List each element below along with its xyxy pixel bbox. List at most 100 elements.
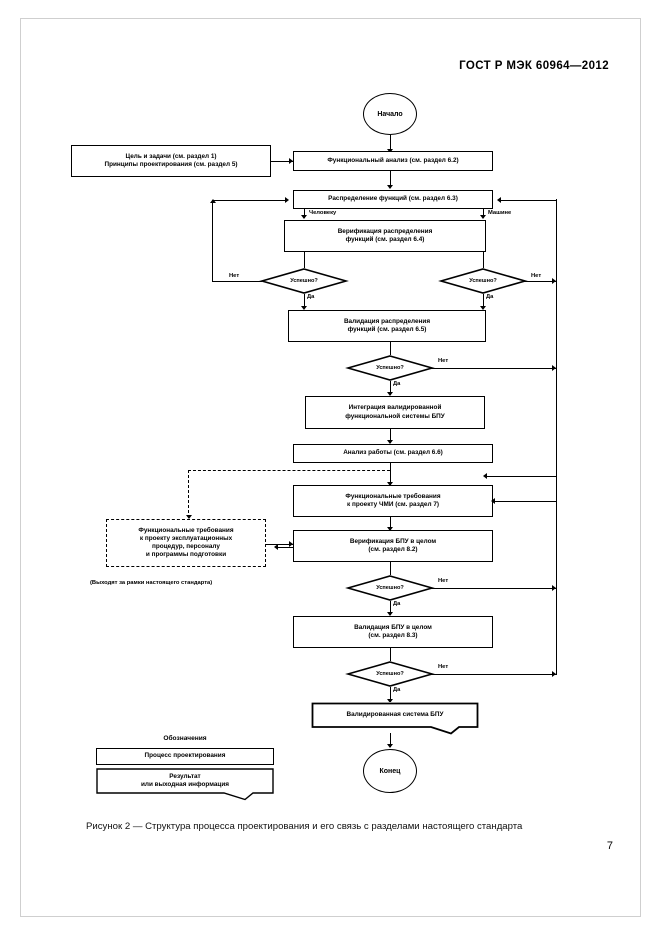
functional-analysis-label: Функциональный анализ (см. раздел 6.2) [327, 156, 459, 164]
ops-requirements-line-3: процедур, персоналу [152, 543, 220, 550]
arrow-goals-to-analysis [289, 158, 293, 164]
node-start-label: Начало [377, 110, 403, 118]
node-function-allocation: Распределение функций (см. раздел 6.3) [293, 190, 493, 209]
figure-caption: Рисунок 2 — Структура процесса проектиро… [86, 821, 523, 832]
edge-integration-to-workanalysis [389, 429, 391, 443]
label-no-verification-machine: Нет [530, 273, 543, 279]
node-validation-mcr: Валидация БПУ в целом (см. раздел 8.3) [293, 616, 493, 648]
edge-validation-mcr-to-decision [389, 648, 391, 661]
edge-validated-to-end [389, 733, 391, 747]
ops-requirements-line-1: Функциональные требования [138, 526, 234, 534]
arrow-no-validation-allocation [552, 365, 556, 371]
edge-rail-to-hmi [493, 500, 557, 502]
label-no-validation-mcr: Нет [437, 664, 450, 670]
page-number: 7 [606, 840, 613, 852]
decision-verification-mcr: Успешно? [345, 575, 435, 601]
legend-process-label: Процесс проектирования [144, 752, 226, 760]
edge-no-human-v [212, 200, 214, 281]
verification-mcr-line-2: (см. раздел 8.2) [368, 546, 418, 553]
label-to-machine: Машине [487, 210, 513, 216]
arrow-analysis-to-allocation [387, 185, 393, 189]
node-validated-system: Валидированная система БПУ [311, 702, 479, 735]
decision-verification-human: Успешно? [259, 268, 349, 294]
edge-analysis-to-allocation [389, 171, 391, 186]
arrow-rail-to-allocation [497, 197, 501, 203]
goals-line-1: Цель и задачи (см. раздел 1) [125, 152, 217, 160]
verification-mcr-line-1: Верификация БПУ в целом [349, 537, 437, 545]
out-of-scope-note: (Выходят за рамки настоящего стандарта) [90, 580, 213, 586]
legend-result-line-1: Результат [169, 772, 201, 780]
edge-verification-mcr-to-decision [389, 562, 391, 575]
arrow-rail-to-workanalysis [483, 473, 487, 479]
node-work-analysis: Анализ работы (см. раздел 6.6) [293, 444, 493, 463]
edge-verif-to-decision-right [482, 252, 484, 268]
arrow-rail-to-hmi [491, 498, 495, 504]
edge-no-human-h [212, 280, 262, 282]
edge-ops-to-verification [266, 543, 293, 545]
node-start: Начало [363, 93, 417, 135]
edge-verif-to-decision-left [303, 252, 305, 268]
edge-start-to-analysis [389, 135, 391, 151]
arrow-no-verification-mcr [552, 585, 556, 591]
work-analysis-label: Анализ работы (см. раздел 6.6) [343, 449, 443, 457]
rail-right-to-integration [485, 475, 557, 477]
node-validation-allocation: Валидация распределения функций (см. раз… [288, 310, 486, 342]
node-goals-principles: Цель и задачи (см. раздел 1) Принципы пр… [71, 145, 271, 177]
arrow-verification-mcr-left-out [274, 544, 278, 550]
label-yes-validation-allocation: Да [392, 381, 402, 387]
arrow-hmi-to-verification [387, 527, 393, 531]
legend-result-shape: Результат или выходная информация [96, 768, 274, 801]
edge-no-validation-allocation [431, 367, 557, 369]
arrow-validated-to-end [387, 744, 393, 748]
rail-right-vertical [556, 199, 558, 674]
arrow-yes-verification-mcr [387, 612, 393, 616]
edge-no-human-return [212, 199, 287, 201]
edge-yes-validation-allocation [389, 381, 391, 395]
edge-yes-human [303, 294, 305, 308]
node-ops-requirements: Функциональные требования к проекту эксп… [106, 519, 266, 567]
node-hmi-requirements: Функциональные требования к проекту ЧМИ … [293, 485, 493, 517]
arrow-integration-to-workanalysis [387, 440, 393, 444]
edge-allocation-human [303, 209, 305, 218]
edge-yes-verification-mcr [389, 601, 391, 615]
edge-dashed-h [188, 470, 390, 471]
validation-allocation-line-1: Валидация распределения [343, 317, 431, 325]
legend-title: Обозначения [163, 735, 207, 742]
decision-verification-machine: Успешно? [438, 268, 528, 294]
arrow-yes-machine [480, 306, 486, 310]
node-verification-allocation: Верификация распределения функций (см. р… [284, 220, 486, 252]
arrow-no-machine-h [552, 278, 556, 284]
arrow-no-human-up [209, 199, 216, 203]
validation-mcr-line-1: Валидация БПУ в целом [354, 623, 432, 631]
node-functional-analysis: Функциональный анализ (см. раздел 6.2) [293, 151, 493, 171]
edge-workanalysis-to-hmi [389, 463, 391, 485]
edge-no-machine-h [524, 280, 557, 282]
edge-verification-mcr-left-out [276, 546, 294, 548]
node-end-label: Конец [379, 767, 401, 775]
ops-requirements-line-2: к проекту эксплуатационных [139, 534, 233, 542]
arrow-yes-validation-allocation [387, 392, 393, 396]
integration-line-1: Интеграция валидированной [348, 404, 442, 412]
legend: Обозначения Процесс проектирования Резул… [96, 735, 274, 801]
arrow-dashed-to-ops [185, 515, 192, 519]
verification-allocation-line-2: функций (см. раздел 6.4) [345, 236, 425, 243]
arrow-workanalysis-to-hmi [387, 482, 393, 486]
legend-result-text: Результат или выходная информация [96, 768, 274, 801]
verification-allocation-line-1: Верификация распределения [337, 227, 433, 235]
edge-no-verification-mcr [431, 587, 557, 589]
edge-yes-validation-mcr [389, 687, 391, 702]
rail-right-to-allocation [500, 199, 557, 201]
label-yes-verification-mcr: Да [392, 601, 402, 607]
arrow-yes-human [301, 306, 307, 310]
page-header-standard: ГОСТ Р МЭК 60964—2012 [459, 60, 609, 72]
validated-system-label: Валидированная система БПУ [346, 711, 444, 719]
validation-allocation-line-2: функций (см. раздел 6.5) [347, 326, 427, 333]
hmi-requirements-line-2: к проекту ЧМИ (см. раздел 7) [347, 501, 439, 508]
arrow-no-human-return [285, 197, 289, 203]
arrow-allocation-human [301, 215, 307, 219]
label-yes-verification-machine: Да [485, 294, 495, 300]
edge-yes-machine [482, 294, 484, 308]
edge-dashed-v [188, 470, 189, 518]
arrow-yes-validation-mcr [387, 699, 393, 703]
